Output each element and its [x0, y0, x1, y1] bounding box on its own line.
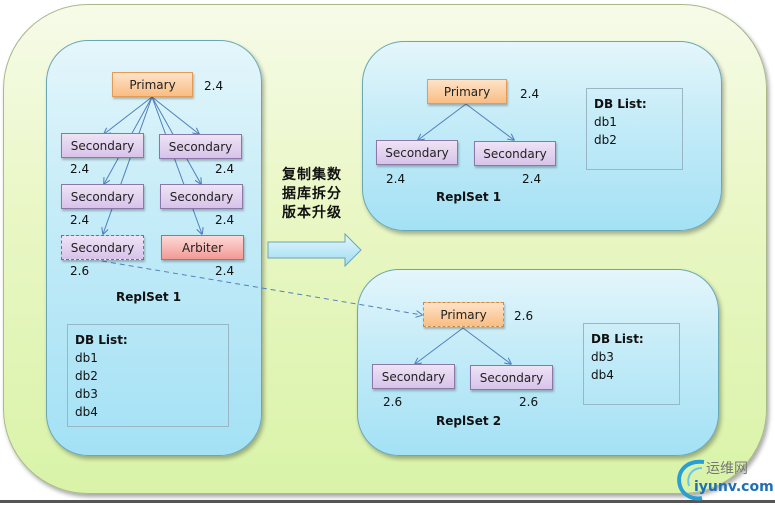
db-item: db2: [75, 369, 98, 383]
left-secondary-3-version: 2.4: [70, 213, 90, 227]
tr-set-label: ReplSet 1: [436, 190, 502, 204]
watermark-logo: 运维网 iyunv.com: [668, 454, 774, 502]
left-secondary-node-1: Secondary: [61, 133, 144, 158]
tr-secondary-node-2: Secondary: [474, 141, 556, 166]
left-primary-node: Primary: [112, 72, 193, 97]
tr-secondary-1-version: 2.4: [386, 172, 406, 186]
left-secondary-4-version: 2.4: [215, 213, 235, 227]
br-secondary-2-version: 2.6: [519, 395, 539, 409]
left-secondary-1-version: 2.4: [70, 162, 90, 176]
caption-line: 版本升级: [282, 205, 342, 221]
arrow-br-primary-to-secondary-2: [462, 327, 511, 364]
left-secondary-upgraded-version: 2.6: [70, 264, 90, 278]
br-db-list: DB List: db3 db4: [583, 323, 680, 405]
tr-primary-node: Primary: [427, 79, 507, 104]
bottom-border: [0, 500, 775, 503]
db-item: db1: [594, 115, 617, 129]
db-list-title: DB List:: [75, 333, 128, 347]
caption-line: 据库拆分: [282, 186, 342, 202]
db-item: db4: [591, 368, 614, 382]
caption-line: 复制集数: [282, 167, 342, 183]
left-arbiter-version: 2.4: [215, 264, 235, 278]
left-secondary-2-version: 2.4: [215, 162, 235, 176]
db-item: db4: [75, 405, 98, 419]
watermark-cn-text: 运维网: [706, 461, 748, 477]
arrow-primary-to-arbiter: [151, 96, 202, 234]
left-secondary-node-upgraded: Secondary: [61, 235, 144, 260]
arrow-br-primary-to-secondary-1: [415, 327, 464, 364]
br-primary-node: Primary: [423, 302, 504, 327]
tr-secondary-node-1: Secondary: [376, 140, 458, 165]
db-item: db1: [75, 351, 98, 365]
tr-secondary-2-version: 2.4: [522, 172, 542, 186]
left-secondary-node-3: Secondary: [61, 184, 144, 209]
left-set-label: ReplSet 1: [116, 290, 182, 304]
db-item: db3: [75, 387, 98, 401]
db-item: db3: [591, 350, 614, 364]
tr-db-list: DB List: db1 db2: [586, 88, 683, 170]
db-list-title: DB List:: [594, 97, 647, 111]
br-secondary-node-1: Secondary: [372, 364, 455, 389]
swirl-icon: [677, 459, 705, 501]
db-item: db2: [594, 133, 617, 147]
left-secondary-node-4: Secondary: [160, 184, 243, 209]
migration-dashed-arrow: [101, 260, 422, 315]
br-set-label: ReplSet 2: [436, 414, 502, 428]
arrow-tr-primary-to-secondary-2: [465, 103, 514, 140]
br-secondary-node-2: Secondary: [470, 365, 553, 390]
br-primary-version: 2.6: [514, 309, 534, 323]
arrow-primary-to-secondary-1: [104, 96, 153, 134]
left-db-list: DB List: db1 db2 db3 db4: [67, 324, 229, 427]
transition-caption: 复制集数 据库拆分 版本升级: [282, 166, 342, 223]
transition-block-arrow: [267, 232, 362, 268]
left-arbiter-node: Arbiter: [161, 235, 244, 260]
db-list-title: DB List:: [591, 332, 644, 346]
left-primary-version: 2.4: [204, 79, 224, 93]
arrow-tr-primary-to-secondary-1: [418, 103, 467, 140]
arrow-primary-to-secondary-2: [151, 96, 199, 134]
br-secondary-1-version: 2.6: [383, 395, 403, 409]
arrow-primary-to-secondary-5: [103, 96, 153, 234]
watermark-en-text: iyunv.com: [694, 479, 774, 495]
left-secondary-node-2: Secondary: [159, 134, 242, 159]
tr-primary-version: 2.4: [520, 87, 540, 101]
